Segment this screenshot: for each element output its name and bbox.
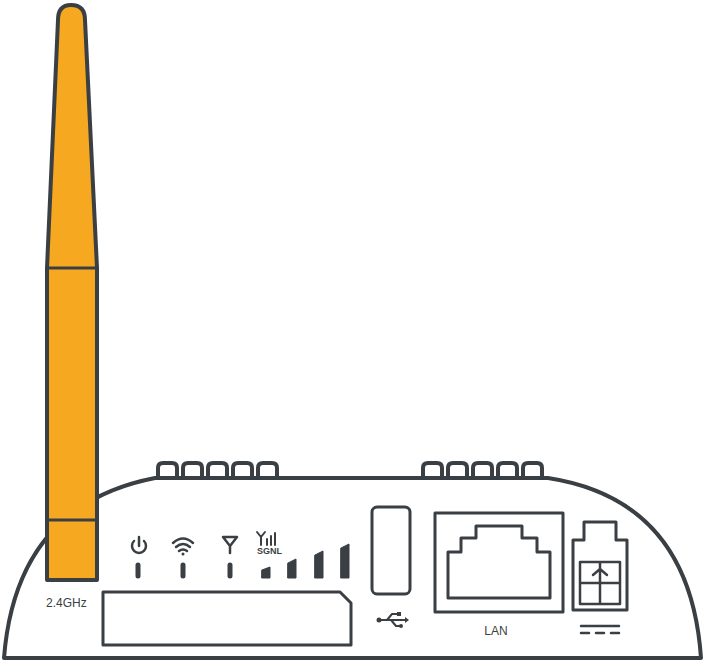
rj45-socket [448, 526, 550, 598]
antenna-band-label: 2.4GHz [46, 597, 87, 609]
led-indicators [138, 565, 230, 576]
power-connector [573, 522, 627, 610]
power-connector-pins [580, 562, 620, 604]
antenna [47, 5, 97, 580]
dc-symbol [581, 626, 619, 633]
signal-icon [257, 532, 275, 545]
signal-label: SGNL [257, 547, 282, 556]
lan-port [435, 513, 563, 612]
power-icon [132, 537, 146, 553]
port-label: LAN [484, 625, 507, 637]
usb-slot [372, 507, 410, 594]
antenna-bands [47, 268, 97, 520]
antenna-icon [223, 537, 237, 553]
router-housing [4, 478, 701, 658]
wifi-icon [173, 539, 193, 552]
cooling-fins [158, 463, 542, 478]
label-plate [103, 592, 351, 645]
wifi-dot [182, 553, 185, 556]
